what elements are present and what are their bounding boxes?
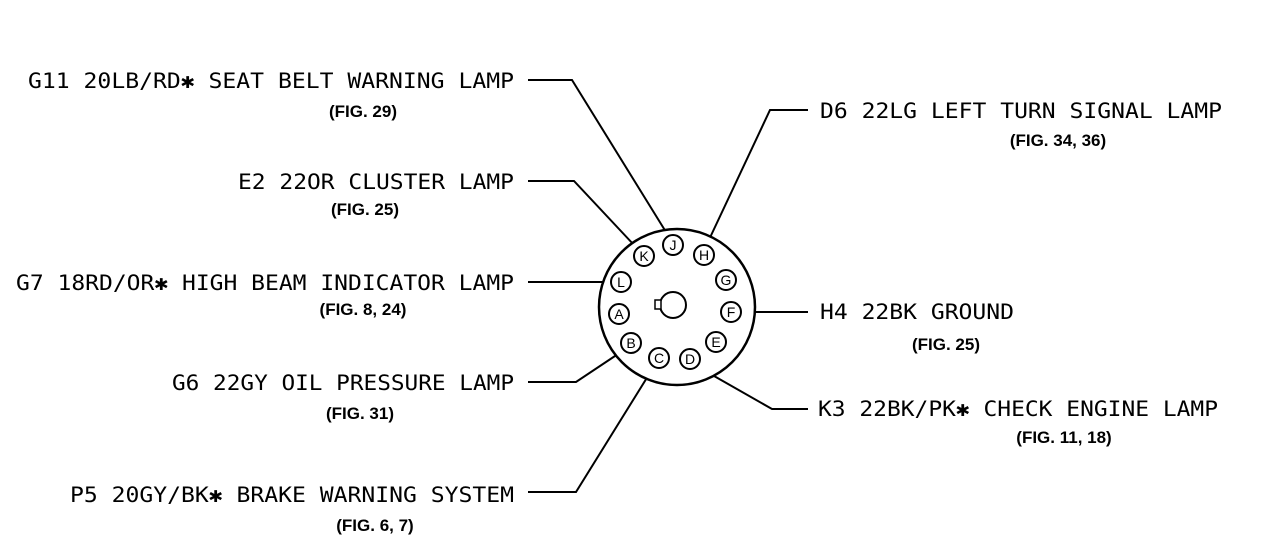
wire-check-engine	[699, 367, 808, 410]
brake-warning-fig: (FIG. 6, 7)	[336, 516, 413, 535]
pin-c-label: C	[654, 350, 664, 366]
pin-g-label: G	[721, 272, 732, 288]
left-turn-label: D6 22LG LEFT TURN SIGNAL LAMP	[820, 99, 1222, 123]
pin-c-circle	[648, 347, 670, 369]
seat-belt-label: G11 20LB/RD✱ SEAT BELT WARNING LAMP	[28, 69, 514, 93]
cluster-fig: (FIG. 25)	[331, 200, 399, 219]
pin-l-circle	[610, 271, 632, 293]
brake-warning-label: P5 20GY/BK✱ BRAKE WARNING SYSTEM	[70, 483, 514, 507]
wire-oil-pressure	[528, 349, 625, 383]
oil-pressure-fig: (FIG. 31)	[326, 404, 394, 423]
pin-l-label: L	[617, 274, 625, 290]
wire-lines	[528, 79, 808, 493]
pin-g-circle	[715, 269, 737, 291]
wire-cluster	[528, 180, 635, 246]
seat-belt-fig: (FIG. 29)	[329, 102, 397, 121]
high-beam-fig: (FIG. 8, 24)	[320, 300, 407, 319]
pin-k-label: K	[639, 248, 649, 264]
right-labels: D6 22LG LEFT TURN SIGNAL LAMP (FIG. 34, …	[818, 99, 1222, 447]
pin-e-circle	[705, 331, 727, 353]
pin-a-label: A	[614, 306, 624, 322]
cluster-label: E2 22OR CLUSTER LAMP	[238, 170, 514, 194]
pin-d-circle	[679, 348, 701, 370]
center-key	[659, 291, 687, 319]
wire-seat-belt	[528, 79, 667, 233]
pin-k-circle	[633, 245, 655, 267]
check-engine-fig: (FIG. 11, 18)	[1016, 428, 1111, 447]
pin-a-circle	[608, 303, 630, 325]
pin-d-label: D	[685, 351, 695, 367]
pin-b-label: B	[626, 335, 635, 351]
pin-j-circle	[662, 234, 684, 256]
high-beam-label: G7 18RD/OR✱ HIGH BEAM INDICATOR LAMP	[16, 271, 514, 295]
pin-h-label: H	[699, 247, 709, 263]
pin-f-circle	[720, 301, 742, 323]
pin-h-circle	[693, 244, 715, 266]
wire-left-turn	[706, 109, 808, 245]
pin-f-label: F	[727, 304, 736, 320]
left-turn-fig: (FIG. 34, 36)	[1010, 131, 1106, 150]
oil-pressure-label: G6 22GY OIL PRESSURE LAMP	[172, 371, 514, 395]
pin-e-label: E	[711, 334, 720, 350]
left-labels: G11 20LB/RD✱ SEAT BELT WARNING LAMP (FIG…	[16, 69, 514, 535]
ground-label: H4 22BK GROUND	[820, 300, 1014, 324]
ground-fig: (FIG. 25)	[912, 335, 980, 354]
pin-j-label: J	[670, 237, 677, 253]
wire-brake-warning	[528, 367, 654, 493]
pin-b-circle	[620, 332, 642, 354]
check-engine-label: K3 22BK/PK✱ CHECK ENGINE LAMP	[818, 397, 1218, 421]
center-key-notch	[654, 299, 662, 310]
